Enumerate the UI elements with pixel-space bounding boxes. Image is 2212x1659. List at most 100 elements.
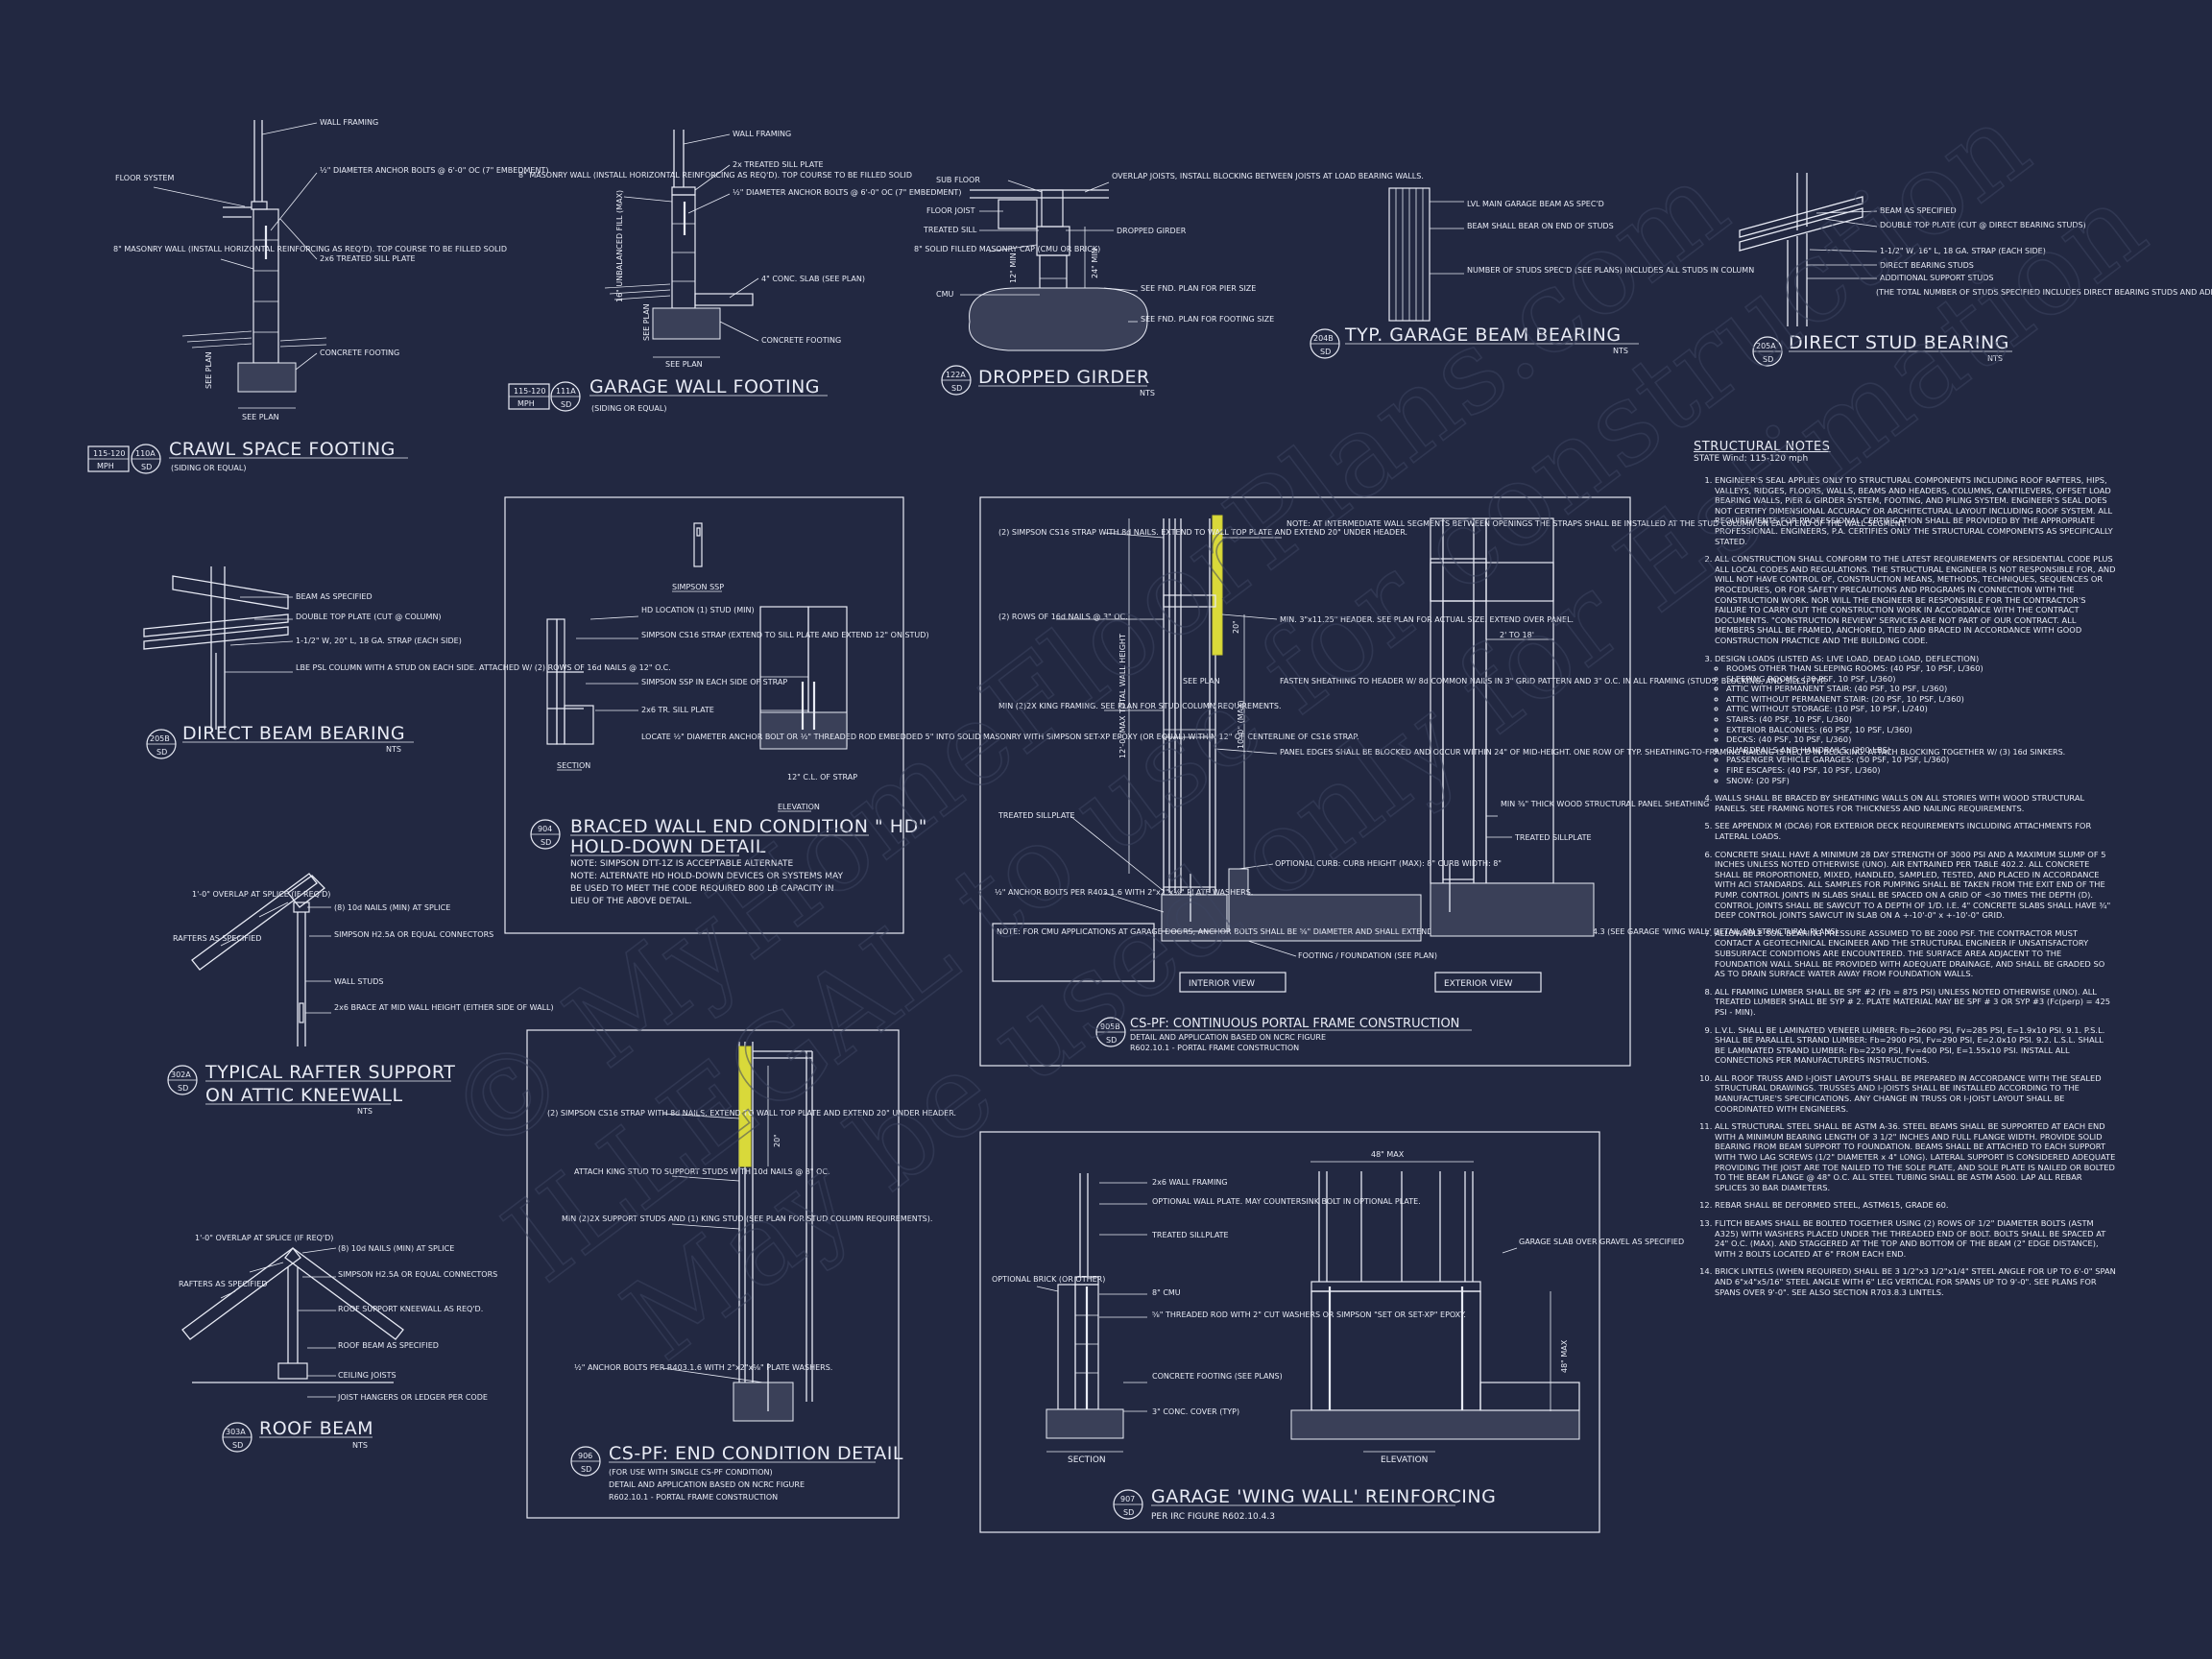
label-panel: PANEL EDGES SHALL BE BLOCKED AND OCCUR W… <box>1280 748 2065 757</box>
nts: NTS <box>386 745 401 754</box>
label-strap: 1-1/2" W, 16" L, 18 GA. STRAP (EACH SIDE… <box>1880 247 2046 255</box>
label-header: MIN. 3"x11.25" HEADER. SEE PLAN FOR ACTU… <box>1280 615 1574 624</box>
label-10-max: 10'-0" (MAX) <box>1237 700 1245 749</box>
detail-title-line-1: BRACED WALL END CONDITION " HD" <box>570 816 927 837</box>
detail-204b-garage-beam-bearing: LVL MAIN GARAGE BEAM AS SPEC'D BEAM SHAL… <box>1310 187 1754 359</box>
label-slab: GARAGE SLAB OVER GRAVEL AS SPECIFIED <box>1519 1238 1684 1246</box>
detail-205a-direct-stud-bearing: BEAM AS SPECIFIED DOUBLE TOP PLATE (CUT … <box>1739 173 2212 367</box>
label-framing: 2x6 WALL FRAMING <box>1152 1178 1228 1187</box>
detail-904-braced-wall: SIMPSON SSP HD LOCATION (1) STUD (MIN) S… <box>504 496 1359 934</box>
sheet-number: SD <box>1123 1508 1134 1517</box>
label-elevation: ELEVATION <box>778 803 820 811</box>
label-sillplate-2: TREATED SILLPLATE <box>1514 833 1592 842</box>
label-see-plan: SEE PLAN <box>642 303 651 341</box>
label-see-plan: SEE PLAN <box>204 351 213 389</box>
detail-subtitle-1: DETAIL AND APPLICATION BASED ON NCRC FIG… <box>1130 1033 1326 1042</box>
label-masonry: 8" MASONRY WALL (INSTALL HORIZONTAL REIN… <box>113 245 507 253</box>
detail-907-wing-wall: SECTION 2x6 WALL FRAMING OPTIONAL WALL P… <box>979 1131 1684 1533</box>
load-item: ATTIC WITH PERMANENT STAIR: (40 PSF, 10 … <box>1726 684 2116 694</box>
detail-905b-portal-frame: 12'-0" MAX TOTAL WALL HEIGHT 10'-0" (MAX… <box>979 496 2065 1067</box>
label-see-plan-bottom: SEE PLAN <box>665 360 703 369</box>
label-masonry-cap: 8" SOLID FILLED MASONRY CAP (CMU OR BRIC… <box>914 245 1100 253</box>
note-item: L.V.L. SHALL BE LAMINATED VENEER LUMBER:… <box>1715 1025 2116 1066</box>
label-hd: HD LOCATION (1) STUD (MIN) <box>641 606 755 614</box>
label-sill: 2x TREATED SILL PLATE <box>733 160 824 169</box>
label-kneewall: ROOF SUPPORT KNEEWALL AS REQ'D. <box>338 1305 483 1313</box>
detail-frame <box>504 496 904 934</box>
label-lvl: LVL MAIN GARAGE BEAM AS SPEC'D <box>1467 200 1604 208</box>
note-item: ENGINEER'S SEAL APPLIES ONLY TO STRUCTUR… <box>1715 475 2116 546</box>
detail-number: 122A <box>946 371 966 379</box>
detail-subtitle-2: DETAIL AND APPLICATION BASED ON NCRC FIG… <box>609 1480 805 1489</box>
label-floor-joist: FLOOR JOIST <box>926 206 975 215</box>
note-2: NOTE: ALTERNATE HD HOLD-DOWN DEVICES OR … <box>570 872 843 881</box>
detail-subtitle: (SIDING OR EQUAL) <box>171 464 246 472</box>
load-item: EXTERIOR BALCONIES: (60 PSF, 10 PSF, L/3… <box>1726 725 2116 735</box>
label-direct-studs: DIRECT BEARING STUDS <box>1880 261 1974 270</box>
label-unbalanced: 16" UNBALANCED FILL (MAX) <box>615 190 624 302</box>
detail-302a-rafter-support: 1'-0" OVERLAP AT SPLICE (IF REQ'D) RAFTE… <box>167 873 554 1116</box>
detail-number: 905B <box>1100 1022 1120 1031</box>
load-item: SNOW: (20 PSF) <box>1726 776 2116 786</box>
nts: NTS <box>357 1107 373 1116</box>
design-loads-list: ROOMS OTHER THAN SLEEPING ROOMS: (40 PSF… <box>1715 663 2116 785</box>
note-item: ALL STRUCTURAL STEEL SHALL BE ASTM A-36.… <box>1715 1121 2116 1192</box>
label-sill: 2x6 TREATED SILL PLATE <box>320 254 416 263</box>
detail-205b-direct-beam-bearing: BEAM AS SPECIFIED DOUBLE TOP PLATE (CUT … <box>143 566 671 759</box>
load-item: DECKS: (40 PSF, 10 PSF, L/360) <box>1726 734 2116 745</box>
detail-number: 204B <box>1313 334 1334 343</box>
label-king: ATTACH KING STUD TO SUPPORT STUDS WITH 1… <box>574 1167 830 1176</box>
tag-wind-unit: MPH <box>97 462 114 470</box>
label-nails: (8) 10d NAILS (MIN) AT SPLICE <box>334 903 450 912</box>
detail-subtitle: PER IRC FIGURE R602.10.4.3 <box>1151 1512 1275 1522</box>
label-ssp-each: SIMPSON SSP IN EACH SIDE OF STRAP <box>641 678 787 686</box>
detail-subtitle-2: R602.10.1 - PORTAL FRAME CONSTRUCTION <box>1130 1044 1299 1052</box>
label-section: SECTION <box>1068 1455 1106 1465</box>
label-roof-beam: ROOF BEAM AS SPECIFIED <box>338 1341 439 1350</box>
label-footing: CONCRETE FOOTING <box>761 336 841 345</box>
label-rod: ⅝" THREADED ROD WITH 2" CUT WASHERS OR S… <box>1152 1310 1466 1319</box>
label-optional-curb: OPTIONAL CURB: CURB HEIGHT (MAX): 8" CUR… <box>1275 859 1502 868</box>
tag-wind: 115-120 <box>93 449 125 458</box>
note-item: REBAR SHALL BE DEFORMED STEEL, ASTM615, … <box>1715 1200 2116 1211</box>
label-sillplate: TREATED SILLPLATE <box>1151 1231 1229 1239</box>
label-12-strap: 12" C.L. OF STRAP <box>787 773 857 781</box>
detail-frame <box>979 496 1631 1067</box>
detail-title-line-1: TYPICAL RAFTER SUPPORT <box>204 1062 455 1083</box>
label-cs16: SIMPSON CS16 STRAP (EXTEND TO SILL PLATE… <box>641 631 929 639</box>
label-sheathing: MIN ⅜" THICK WOOD STRUCTURAL PANEL SHEAT… <box>1501 800 1709 808</box>
detail-number: 111A <box>556 387 576 396</box>
detail-title: GARAGE WALL FOOTING <box>589 376 820 397</box>
label-20in: 20" <box>773 1134 781 1147</box>
sheet-number: SD <box>156 748 167 757</box>
label-footing-size: SEE FND. PLAN FOR FOOTING SIZE <box>1141 315 1274 324</box>
label-cs16: (2) SIMPSON CS16 STRAP WITH 8d NAILS. EX… <box>547 1109 956 1118</box>
detail-subtitle-1: (FOR USE WITH SINGLE CS-PF CONDITION) <box>609 1468 773 1477</box>
note-item: BRICK LINTELS (WHEN REQUIRED) SHALL BE 3… <box>1715 1266 2116 1297</box>
label-cs16: (2) SIMPSON CS16 STRAP WITH 8d NAILS. EX… <box>998 528 1407 537</box>
detail-number: 205A <box>1756 342 1776 350</box>
note-4: LIEU OF THE ABOVE DETAIL. <box>570 897 692 906</box>
note-item: SEE APPENDIX M (DCA6) FOR EXTERIOR DECK … <box>1715 821 2116 841</box>
load-item: ROOMS OTHER THAN SLEEPING ROOMS: (40 PSF… <box>1726 663 2116 674</box>
label-sub-floor: SUB FLOOR <box>936 176 980 184</box>
sheet-number: SD <box>581 1465 591 1474</box>
label-top-plate: DOUBLE TOP PLATE (CUT @ COLUMN) <box>296 613 442 621</box>
label-cmu: 8" CMU <box>1152 1288 1181 1297</box>
sheet-number: SD <box>951 384 962 393</box>
detail-122a-dropped-girder: SUB FLOOR FLOOR JOIST TREATED SILL 8" SO… <box>914 172 1424 397</box>
detail-title: DROPPED GIRDER <box>978 367 1150 388</box>
sheet-number: SD <box>541 838 551 847</box>
detail-title: CS-PF: CONTINUOUS PORTAL FRAME CONSTRUCT… <box>1130 1017 1459 1031</box>
label-12-min: 12" MIN <box>1009 252 1018 283</box>
label-rafters: RAFTERS AS SPECIFIED <box>173 934 261 943</box>
label-anchor: ½" ANCHOR BOLTS PER R403.1.6 WITH 2"x2"x… <box>574 1363 832 1372</box>
structural-notes: STRUCTURAL NOTES STATE Wind: 115-120 mph… <box>1694 440 2116 1305</box>
detail-title-line-2: HOLD-DOWN DETAIL <box>570 836 766 857</box>
label-rows: (2) ROWS OF 16d NAILS @ 3" OC. <box>998 613 1128 621</box>
nts: NTS <box>1613 347 1628 355</box>
label-column: LBE PSL COLUMN WITH A STUD ON EACH SIDE.… <box>296 663 671 672</box>
note-3: BE USED TO MEET THE CODE REQUIRED 800 LB… <box>570 884 834 894</box>
sheet-number: SD <box>232 1441 243 1450</box>
